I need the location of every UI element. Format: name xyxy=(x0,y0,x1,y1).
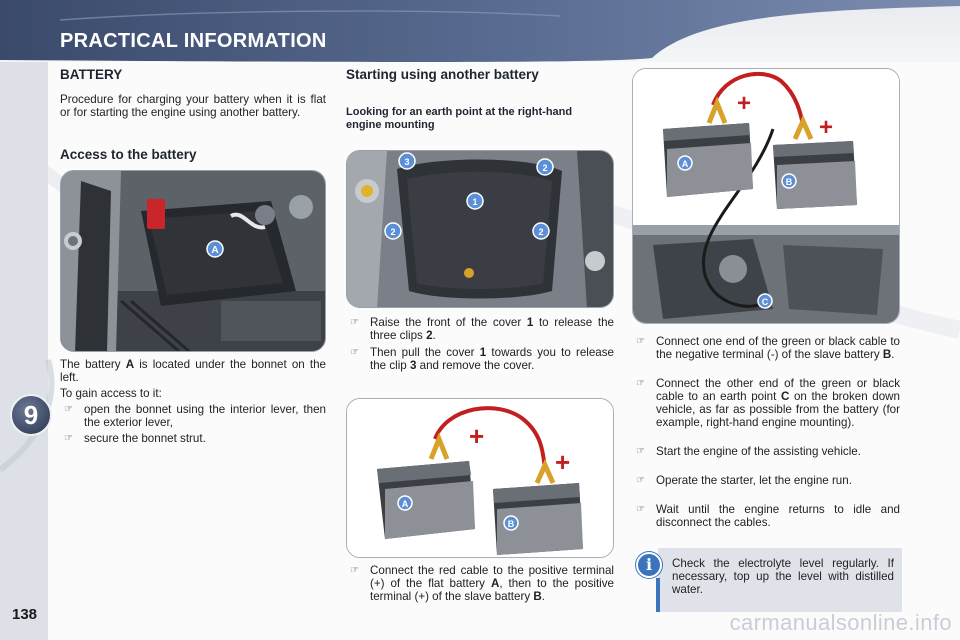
access-step-2: ☞secure the bonnet strut. xyxy=(64,432,206,445)
connect-step-1: ☞Connect one end of the green or black c… xyxy=(636,335,900,361)
bullet-pointer-icon: ☞ xyxy=(350,565,359,576)
battery-location-text: The battery A is located under the bonne… xyxy=(60,358,326,384)
label-2-left: 2 xyxy=(390,227,395,237)
battery-intro: Procedure for charging your battery when… xyxy=(60,93,326,119)
cover-step-2: ☞Then pull the cover 1 towards you to re… xyxy=(350,346,614,372)
label-2-right: 2 xyxy=(538,227,543,237)
access-step-1: ☞open the bonnet using the interior leve… xyxy=(64,403,326,429)
plus-sign-b: + xyxy=(555,447,570,477)
info-box xyxy=(658,548,902,612)
access-heading: Access to the battery xyxy=(60,147,197,162)
side-bar xyxy=(0,0,48,640)
jump-start-diagram: + + A B C xyxy=(632,68,900,324)
access-lead: To gain access to it: xyxy=(60,387,162,400)
connect-step-4: ☞Operate the starter, let the engine run… xyxy=(636,474,852,487)
bullet-pointer-icon: ☞ xyxy=(350,317,359,328)
info-icon: i xyxy=(636,552,662,578)
label-c-jump: C xyxy=(762,297,769,307)
label-a-jump: A xyxy=(682,159,689,169)
label-1: 1 xyxy=(472,197,477,207)
label-b-jump: B xyxy=(786,177,793,187)
connect-step-3: ☞Start the engine of the assisting vehic… xyxy=(636,445,861,458)
label-a-diagram: A xyxy=(402,499,409,509)
bullet-pointer-icon: ☞ xyxy=(636,378,645,389)
label-3: 3 xyxy=(404,157,409,167)
bullet-pointer-icon: ☞ xyxy=(636,446,645,457)
page-title: PRACTICAL INFORMATION xyxy=(60,30,327,52)
cable-step-red: ☞Connect the red cable to the positive t… xyxy=(350,564,614,603)
info-text: Check the electrolyte level regularly. I… xyxy=(672,557,894,596)
bullet-pointer-icon: ☞ xyxy=(636,504,645,515)
label-b-diagram: B xyxy=(508,519,515,529)
connect-step-2: ☞Connect the other end of the green or b… xyxy=(636,377,900,429)
bullet-pointer-icon: ☞ xyxy=(636,475,645,486)
label-2-top: 2 xyxy=(542,163,547,173)
info-stripe xyxy=(656,578,660,612)
bullet-pointer-icon: ☞ xyxy=(636,336,645,347)
bullet-pointer-icon: ☞ xyxy=(64,404,73,415)
battery-heading: BATTERY xyxy=(60,67,123,82)
bullet-pointer-icon: ☞ xyxy=(350,347,359,358)
engine-cover-photo: 3 2 1 2 2 xyxy=(346,150,614,308)
starting-heading: Starting using another battery xyxy=(346,67,539,82)
plus-sign-a: + xyxy=(469,421,484,451)
chapter-tab: 9 xyxy=(10,394,52,436)
earth-point-heading: Looking for an earth point at the right-… xyxy=(346,106,573,131)
plus-sign-top-b: + xyxy=(819,114,833,141)
cover-step-1: ☞Raise the front of the cover 1 to relea… xyxy=(350,316,615,342)
connect-step-5: ☞Wait until the engine returns to idle a… xyxy=(636,503,900,529)
watermark: carmanualsonline.info xyxy=(729,610,952,635)
red-cable-diagram: + + A B xyxy=(346,398,614,558)
label-a: A xyxy=(211,245,218,256)
page-number: 138 xyxy=(12,606,38,623)
bullet-pointer-icon: ☞ xyxy=(64,433,73,444)
battery-location-photo: A xyxy=(60,170,326,352)
plus-sign-top-a: + xyxy=(737,90,751,117)
